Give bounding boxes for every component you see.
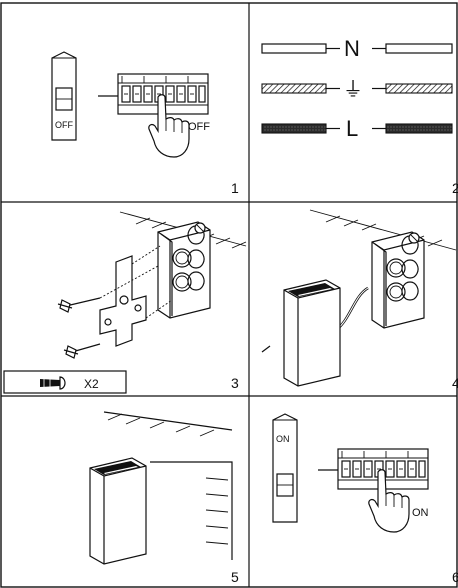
- circuit-breaker: OFF: [51, 51, 77, 141]
- panel-1-switch-off: OFF OFF 1: [51, 51, 239, 196]
- neutral-wire-row: N: [261, 36, 453, 61]
- screw-icon: [63, 343, 101, 359]
- wall-surface: [103, 411, 233, 560]
- step-number: 4: [452, 375, 458, 391]
- mounting-bracket: [99, 255, 147, 347]
- step-number: 2: [452, 180, 458, 196]
- step-number: 3: [231, 375, 239, 391]
- screw-icon: [40, 376, 66, 390]
- junction-box: [371, 231, 425, 329]
- panel-5-mounted-lamp: 5: [89, 411, 239, 585]
- step-number: 1: [231, 180, 239, 196]
- breaker-state-label: ON: [276, 434, 290, 444]
- neutral-label: N: [344, 36, 360, 61]
- screw-icon: [57, 297, 101, 313]
- panel-2-wiring: N ⏚ L 2: [261, 36, 458, 196]
- wall-lamp: [283, 279, 341, 387]
- live-wire-row: L: [261, 116, 453, 141]
- step-number: 6: [452, 569, 458, 585]
- panel-6-switch-on: ON ON 6: [272, 413, 458, 585]
- hand-action-label: ON: [412, 507, 429, 519]
- ground-label: ⏚: [343, 79, 363, 101]
- screw-quantity: X2: [84, 377, 99, 391]
- junction-box: [157, 221, 211, 319]
- panel-3-mounting: X2 3: [3, 211, 247, 394]
- circuit-breaker: ON: [272, 413, 298, 523]
- earth-wire-row: ⏚: [261, 79, 453, 101]
- breaker-state-label: OFF: [55, 120, 73, 130]
- hand-action-label: OFF: [188, 121, 210, 133]
- screw-count-callout: X2: [3, 370, 127, 394]
- live-label: L: [346, 116, 358, 141]
- wall-lamp: [89, 457, 147, 565]
- step-number: 5: [231, 569, 239, 585]
- panel-4-connect: 4: [261, 209, 458, 391]
